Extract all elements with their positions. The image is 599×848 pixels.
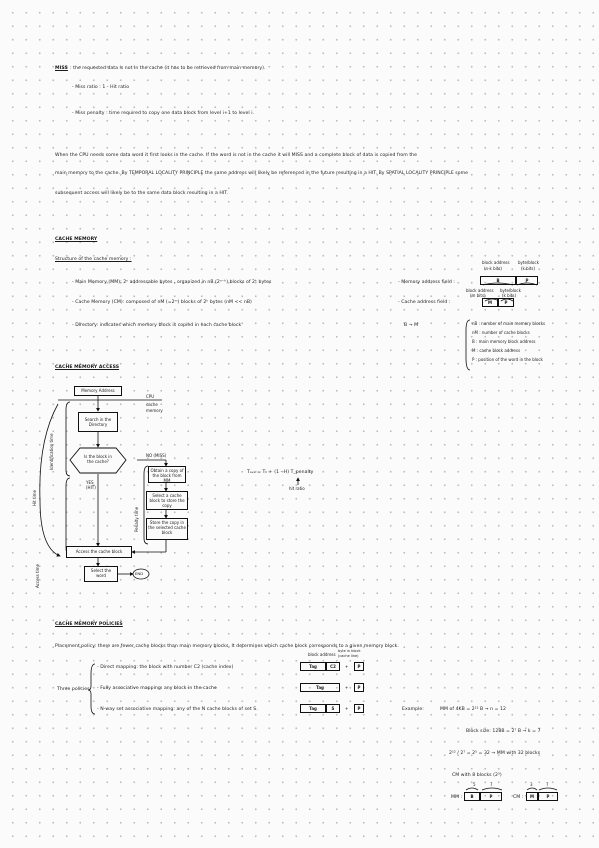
no-miss-label: NO (MISS) (146, 453, 167, 458)
legend-m: M : cache block address (472, 348, 521, 353)
direct-p-cell: P (354, 662, 364, 671)
example-cm-label: CM : (513, 795, 524, 800)
identification-time-label: Identification time (49, 433, 54, 470)
select-cache-block-box: Select a cache block to store the copy (146, 491, 188, 510)
miss-definition: : the requested data is not in the cache… (70, 66, 266, 71)
nway-plus: + (345, 706, 349, 711)
cache-memory-label: cache memory (146, 402, 163, 413)
example-mm-label: MM : (451, 795, 463, 800)
direct-tag-cell: Tag (300, 662, 326, 671)
block-address-sub: (n-k bits) (484, 266, 502, 271)
cache-access-heading: CACHE MEMORY ACCESS (55, 365, 120, 370)
cm-byte-sub: (k bits) (502, 293, 517, 298)
mm-field-b-cell: B (480, 276, 516, 285)
three-policies-label: Three policies (57, 687, 90, 692)
example-line-4: CM with 8 blocks (2³) (452, 773, 502, 778)
obtain-copy-box: Obtain a copy of the block from MM (148, 466, 186, 483)
legend-nb: nB : number of main memory blocks (472, 321, 546, 326)
yes-hit-label: YES (HIT) (86, 480, 96, 490)
penalty-time-label: Penalty time (134, 506, 139, 532)
block-address-top: block address (482, 260, 510, 265)
placement-policy: Placement policy: there are fewer cache … (55, 644, 399, 649)
example-line-3: 2¹² / 2⁷ = 2⁵ = 32 → MM with 32 blocks (449, 751, 541, 756)
locality-line-3: subsequent access will likely be to the … (55, 191, 229, 196)
miss-penalty: - Miss penalty : time required to copy o… (72, 111, 255, 116)
example-cm-p-cell: P (538, 792, 558, 801)
main-memory-item: - Main Memory (MM): 2ⁿ addressable bytes… (72, 280, 272, 285)
legend-p: P : position of the word in the block (472, 357, 543, 362)
legend-nm: nM : number of cache blocks (472, 330, 530, 335)
store-copy-box: Store the copy in the selected cache blo… (146, 518, 188, 540)
nway-p-cell: P (354, 704, 364, 713)
example-cm-m-cell: M (526, 792, 538, 801)
average-time-formula: Tₐᵥₑ = Tₕ + (1 - H) T_penalty (247, 470, 314, 475)
direct-mapping: - Direct mapping: the block with number … (97, 665, 234, 670)
fully-tag-cell: Tag (300, 683, 340, 692)
byte-in-block-sub: (k bits) (521, 266, 536, 271)
n-way-associative: - N-way set associative mapping: any of … (97, 707, 258, 712)
memory-address-box: Memory Address (74, 386, 122, 396)
cache-address-field-label: - Cache address field : (398, 300, 451, 305)
locality-line-1: When the CPU needs some data word it fir… (55, 153, 418, 158)
example-line-1: MM of 4KB = 2¹² B → n = 12 (440, 707, 506, 712)
memory-address-field-label: - Memory address field : (398, 280, 455, 285)
example-mm-b-cell: B (464, 792, 480, 801)
cpu-label: CPU (146, 394, 155, 399)
miss-label: MISS (55, 66, 68, 71)
cm-field-p-cell: P (498, 298, 514, 307)
fully-plus: + (345, 685, 349, 690)
cache-memory-item: - Cache Memory (CM): composed of nM (=2ᵐ… (72, 300, 252, 305)
example-mm-bits-p: 7 (490, 782, 493, 787)
b-to-m-mapping: B → M (404, 323, 419, 328)
mm-field-p-cell: P (516, 276, 538, 285)
legend-b: B : main memory block address (472, 339, 536, 344)
access-time-label: Access time (35, 563, 40, 588)
fully-p-cell: P (354, 683, 364, 692)
policies-heading: CACHE MEMORY POLICIES (55, 622, 123, 627)
hit-ratio-label: hit ratio (289, 486, 305, 491)
access-cache-block-box: Access the cache block (66, 546, 132, 558)
directory-item: - Directory: indicates which memory bloc… (72, 323, 242, 328)
select-word-box: Select the word (84, 566, 118, 582)
example-cm-bits-m: 3 (530, 782, 533, 787)
nway-tag-cell: Tag (300, 704, 326, 713)
cm-block-address-top: block address (466, 288, 494, 293)
decision-text: Is the block in the cache? (84, 454, 112, 464)
direct-plus: + (345, 664, 349, 669)
example-cm-bits-p: 7 (546, 782, 549, 787)
cache-memory-heading: CACHE MEMORY (55, 237, 98, 242)
end-terminal: END (135, 571, 144, 576)
cm-field-m-cell: M (482, 298, 498, 307)
nway-s-cell: S (326, 704, 340, 713)
example-mm-p-cell: P (480, 792, 502, 801)
policy-block-address: block address (308, 652, 336, 657)
policy-byte-in-block: byte in block (cache line) (338, 649, 361, 658)
miss-rate: - Miss ratio : 1 - Hit ratio (72, 85, 130, 90)
cm-block-address-sub: (m bits) (470, 293, 486, 298)
cm-byte-top: byte/block (500, 288, 521, 293)
cache-structure-title: Structure of the cache memory : (55, 257, 132, 262)
fully-associative: - Fully associative mapping: any block i… (97, 686, 217, 691)
example-mm-bits-b: 5 (473, 782, 476, 787)
example-label: Example: (402, 707, 424, 712)
example-line-2: Block size: 128B = 2⁷ B → k = 7 (466, 729, 541, 734)
direct-c2-cell: C2 (326, 662, 340, 671)
search-directory-box: Search in the Directory (78, 412, 118, 432)
byte-in-block-top: byte/block (518, 260, 539, 265)
hit-time-label: Hit time (32, 490, 37, 506)
locality-line-2: main memory to the cache. By TEMPORAL LO… (55, 171, 468, 176)
